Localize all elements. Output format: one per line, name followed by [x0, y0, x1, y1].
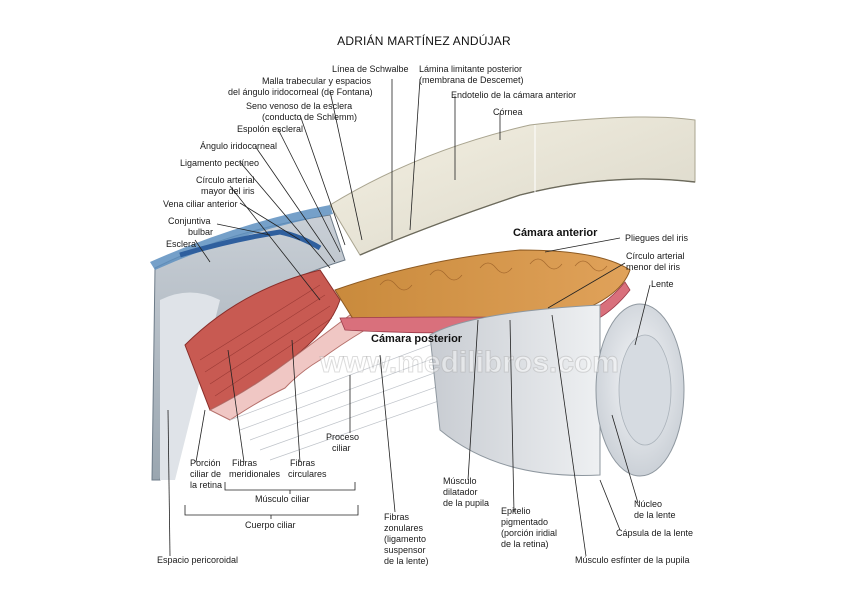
label-circulo-mayor: Círculo arterial: [196, 175, 255, 185]
label-fibras-zonulares-3: (ligamento: [384, 534, 426, 544]
label-fibras-meridionales-2: meridionales: [229, 469, 281, 479]
label-malla-trabecular: Malla trabecular y espacios: [262, 76, 372, 86]
label-ligamento-pectineo: Ligamento pectíneo: [180, 158, 259, 168]
label-seno-venoso: Seno venoso de la esclera: [246, 101, 352, 111]
label-fibras-circulares: Fibras: [290, 458, 316, 468]
label-epitelio-pigmentado-2: pigmentado: [501, 517, 548, 527]
label-nucleo-lente: Núcleo: [634, 499, 662, 509]
label-fibras-zonulares: Fibras: [384, 512, 410, 522]
label-espacio-pericoroidal: Espacio pericoroidal: [157, 555, 238, 565]
label-circulo-menor-2: menor del iris: [626, 262, 681, 272]
label-capsula-lente: Cápsula de la lente: [616, 528, 693, 538]
label-esclera: Esclera: [166, 239, 196, 249]
label-vena-ciliar: Vena ciliar anterior: [163, 199, 238, 209]
label-epitelio-pigmentado-4: de la retina): [501, 539, 549, 549]
label-camara-posterior: Cámara posterior: [371, 333, 463, 345]
label-proceso-ciliar: Proceso: [326, 432, 359, 442]
lens-body: [429, 304, 601, 476]
watermark: www.medilibros.com: [319, 346, 619, 379]
label-musculo-dilatador: Músculo: [443, 476, 477, 486]
label-seno-venoso-2: (conducto de Schlemm): [262, 112, 357, 122]
label-linea-schwalbe: Línea de Schwalbe: [332, 64, 409, 74]
label-fibras-circulares-2: circulares: [288, 469, 327, 479]
label-porcion-ciliar-3: la retina: [190, 480, 222, 490]
label-endotelio: Endotelio de la cámara anterior: [451, 90, 576, 100]
label-circulo-menor: Círculo arterial: [626, 251, 685, 261]
label-circulo-mayor-2: mayor del iris: [201, 186, 255, 196]
label-fibras-zonulares-2: zonulares: [384, 523, 424, 533]
label-fibras-zonulares-5: de la lente): [384, 556, 429, 566]
label-malla-trabecular-2: del ángulo iridocorneal (de Fontana): [228, 87, 373, 97]
label-epitelio-pigmentado: Epitelio: [501, 506, 531, 516]
label-lamina-limitante: Lámina limitante posterior: [419, 64, 522, 74]
label-porcion-ciliar: Porción: [190, 458, 221, 468]
label-musculo-ciliar: Músculo ciliar: [255, 494, 310, 504]
label-angulo-iridocorneal: Ángulo iridocorneal: [200, 141, 277, 151]
label-cornea: Córnea: [493, 107, 523, 117]
label-fibras-meridionales: Fibras: [232, 458, 258, 468]
label-conjuntiva: Conjuntiva: [168, 216, 211, 226]
label-nucleo-lente-2: de la lente: [634, 510, 676, 520]
label-camara-anterior: Cámara anterior: [513, 227, 598, 239]
label-musculo-dilatador-2: dilatador: [443, 487, 478, 497]
label-cuerpo-ciliar: Cuerpo ciliar: [245, 520, 296, 530]
label-espolon-escleral: Espolón escleral: [237, 124, 303, 134]
label-epitelio-pigmentado-3: (porción iridial: [501, 528, 557, 538]
author-title: ADRIÁN MARTÍNEZ ANDÚJAR: [337, 34, 511, 48]
descemet-membrane: [359, 178, 696, 256]
conjunctiva-band: [150, 205, 333, 270]
label-lente: Lente: [651, 279, 674, 289]
label-pliegues-iris: Pliegues del iris: [625, 233, 689, 243]
lens-nucleus: [618, 334, 672, 446]
label-fibras-zonulares-4: suspensor: [384, 545, 426, 555]
label-musculo-esfinter: Músculo esfínter de la pupila: [575, 555, 690, 565]
anterior-ciliary-vein: [179, 229, 322, 258]
ciliary-process: [208, 314, 366, 421]
label-musculo-dilatador-3: de la pupila: [443, 498, 489, 508]
label-proceso-ciliar-2: ciliar: [332, 443, 351, 453]
label-lamina-limitante-2: (membrana de Descemet): [419, 75, 524, 85]
label-porcion-ciliar-2: ciliar de: [190, 469, 221, 479]
label-conjuntiva-2: bulbar: [188, 227, 213, 237]
